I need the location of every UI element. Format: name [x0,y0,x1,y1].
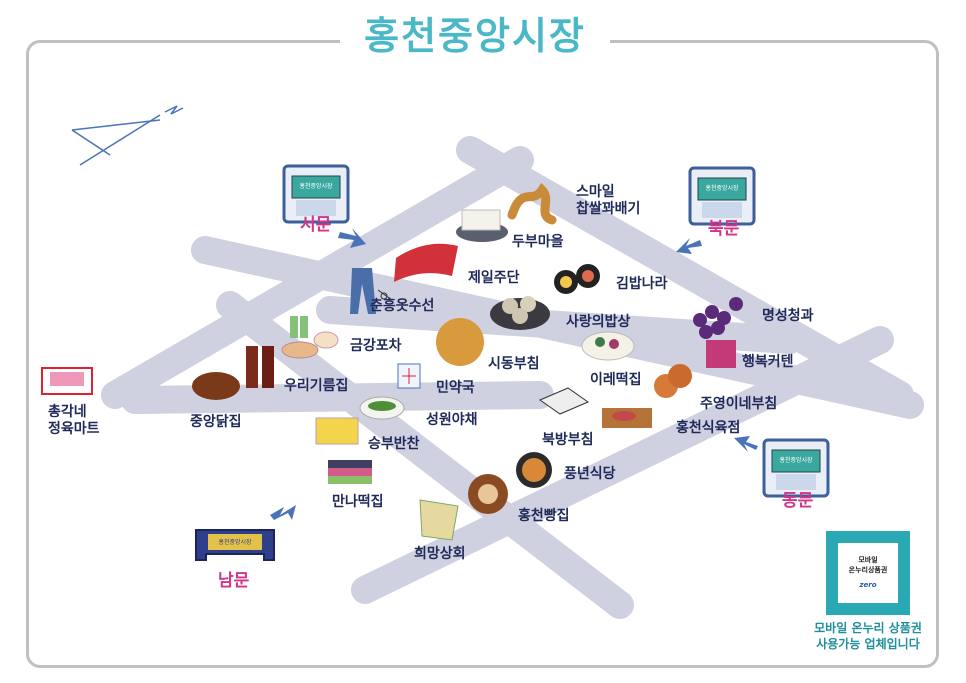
scissors-icon [377,289,393,301]
gate-label-north: 북문 [708,219,740,239]
curtain-icon [706,340,736,368]
fabric-icon [394,243,458,282]
shop-label-seongwon: 성원야채 [426,412,478,428]
road-bottom [351,326,894,604]
market-basket-icon [41,367,93,395]
shop-label-sarang: 사랑의밥상 [566,314,631,330]
onion-bag-icon [419,499,459,541]
kimbap-icon [554,264,600,294]
arrow-icon-north [676,238,702,254]
fried-chicken-icon [192,372,240,400]
shop-label-chonggak: 총각네 정육마트 [48,404,100,437]
badge-caption-line2: 사용가능 업체입니다 [816,637,920,651]
gate-arrows [270,228,758,520]
shop-label-hongcheon-bang: 홍천빵집 [518,508,570,524]
shop-label-haengbok: 행복커텐 [742,354,794,370]
medicine-icon [397,363,421,389]
meat-board-icon [602,408,652,428]
oil-bottles-icon [246,346,274,388]
shop-label-chunhong: 춘흥옷수선 [370,298,435,314]
rice-cake-plate-icon [581,331,635,361]
tofu-icon [456,209,508,242]
stew-icon [516,452,552,488]
grapes-icon [693,297,743,339]
shop-label-huimang: 희망상회 [414,546,466,562]
shop-label-minyak: 민약국 [436,380,475,396]
gate-label-west: 서문 [300,215,332,235]
onnuri-badge: 모바일 온누리상품권 zero [826,531,910,615]
arrow-icon-south [270,505,296,520]
bread-icon [468,474,508,514]
pancake-icon [436,318,484,366]
gate-sign-south: 홍천중앙시장 [218,539,252,546]
badge-line1: 모바일 [858,556,878,564]
shop-label-geumgang: 금강포차 [350,338,402,354]
shop-label-sidong: 시동부침 [488,356,540,372]
layer-cake-icon [328,460,372,484]
roads [101,136,924,619]
pancakes-icon [654,364,692,398]
road-horizontal [121,381,554,414]
vegetables-icon [359,396,405,420]
shop-label-bukbang: 북방부침 [542,432,594,448]
arrow-icon-west [338,228,366,248]
market-title: 홍천중앙시장 [340,6,610,66]
shop-label-myeongseong: 명성청과 [762,308,814,324]
gate-icon-east [762,438,830,498]
arrow-icon-east [734,436,758,452]
jeans-icon [350,268,376,314]
mushroom-plate-icon [490,296,550,330]
road-middle [316,296,804,354]
gate-label-south: 남문 [218,571,250,591]
compass-icon [71,105,184,166]
badge-line2: 온누리상품권 [848,566,888,574]
shop-label-uri: 우리기름집 [284,378,349,394]
shop-label-hongcheon-sik: 홍천식육점 [676,420,741,436]
shop-label-manna: 만나떡집 [332,494,384,510]
gate-label-east: 동문 [782,491,814,511]
badge-caption-line1: 모바일 온누리 상품권 [814,621,922,635]
twisted-donut-icon [507,182,557,225]
gate-sign-north: 홍천중앙시장 [705,185,739,192]
badge-caption: 모바일 온누리 상품권 사용가능 업체입니다 [808,620,928,652]
soju-icon [290,316,308,338]
shop-label-pungnyeon: 풍년식당 [564,466,616,482]
zero-logo-icon: zero [859,581,877,589]
shop-icons [41,182,743,541]
shop-label-juyoung: 주영이네부침 [700,396,778,412]
onnuri-badge-inner: 모바일 온누리상품권 zero [838,543,898,603]
shop-label-smile: 스마일 찹쌀꽈배기 [576,184,641,217]
shop-label-ire: 이레떡집 [590,372,642,388]
gate-icon-south [195,529,275,561]
gate-icon-west [282,164,350,224]
pajeon-plate-icon [281,331,339,359]
gate-sign-west: 홍천중앙시장 [299,183,333,190]
gate-icon-north [688,166,756,226]
gate-sign-east: 홍천중앙시장 [779,457,813,464]
shop-label-kimbap: 김밥나라 [616,276,668,292]
shop-label-dubu: 두부마을 [512,234,564,250]
shop-label-jeil: 제일주단 [468,270,520,286]
shop-label-seungbu: 승부반찬 [368,436,420,452]
egg-roll-icon [315,417,359,445]
roll-icon [538,387,590,415]
shop-label-jungang: 중앙닭집 [190,414,242,430]
